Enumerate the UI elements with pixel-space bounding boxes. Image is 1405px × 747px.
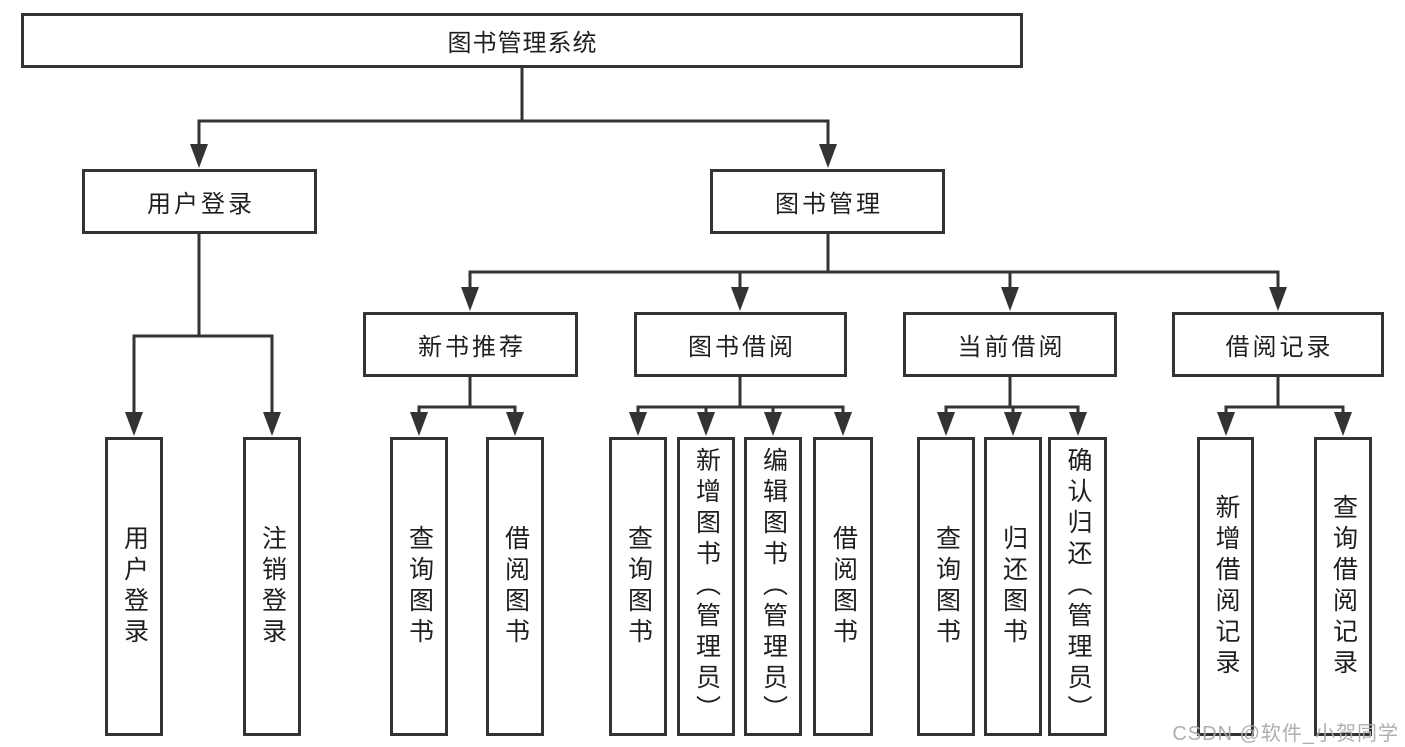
arrowheads (125, 144, 1352, 436)
leaf-query-books-borrow: 查询图书 (609, 437, 667, 736)
leaf-confirm-return-admin: 确认归还（管理员） (1048, 437, 1107, 736)
leaf-label: 查询图书 (624, 524, 653, 649)
leaf-borrow-books: 借阅图书 (813, 437, 873, 736)
leaf-borrow-books-recommend: 借阅图书 (486, 437, 544, 736)
node-current-borrow: 当前借阅 (903, 312, 1117, 377)
leaf-label: 编辑图书（管理员） (759, 447, 788, 726)
leaf-label: 借阅图书 (501, 524, 530, 649)
leaf-label: 查询借阅记录 (1329, 493, 1358, 680)
csdn-watermark: CSDN @软件_小贺同学 (1172, 723, 1399, 745)
leaf-label: 确认归还（管理员） (1064, 447, 1092, 726)
node-book-borrow: 图书借阅 (634, 312, 847, 377)
leaf-edit-books-admin: 编辑图书（管理员） (744, 437, 802, 736)
leaf-query-books-recommend: 查询图书 (390, 437, 448, 736)
leaf-label: 新增借阅记录 (1212, 493, 1240, 680)
leaf-add-books-admin: 新增图书（管理员） (677, 437, 735, 736)
node-book-management: 图书管理 (710, 169, 945, 234)
node-new-book-recommend: 新书推荐 (363, 312, 578, 377)
leaf-label: 注销登录 (258, 524, 287, 649)
leaf-add-borrow-record: 新增借阅记录 (1197, 437, 1254, 736)
leaf-label: 用户登录 (120, 524, 149, 649)
leaf-query-borrow-record: 查询借阅记录 (1314, 437, 1372, 736)
leaf-user-login: 用户登录 (105, 437, 163, 736)
leaf-label: 借阅图书 (829, 524, 858, 649)
node-user-login: 用户登录 (82, 169, 317, 234)
leaf-query-books-current: 查询图书 (917, 437, 975, 736)
leaf-label: 新增图书（管理员） (692, 447, 721, 726)
leaf-label: 归还图书 (999, 524, 1028, 649)
leaf-label: 查询图书 (405, 524, 434, 649)
node-borrow-records: 借阅记录 (1172, 312, 1384, 377)
node-library-management-system: 图书管理系统 (21, 13, 1023, 68)
leaf-return-books: 归还图书 (984, 437, 1042, 736)
leaf-logout: 注销登录 (243, 437, 301, 736)
leaf-label: 查询图书 (932, 524, 961, 649)
